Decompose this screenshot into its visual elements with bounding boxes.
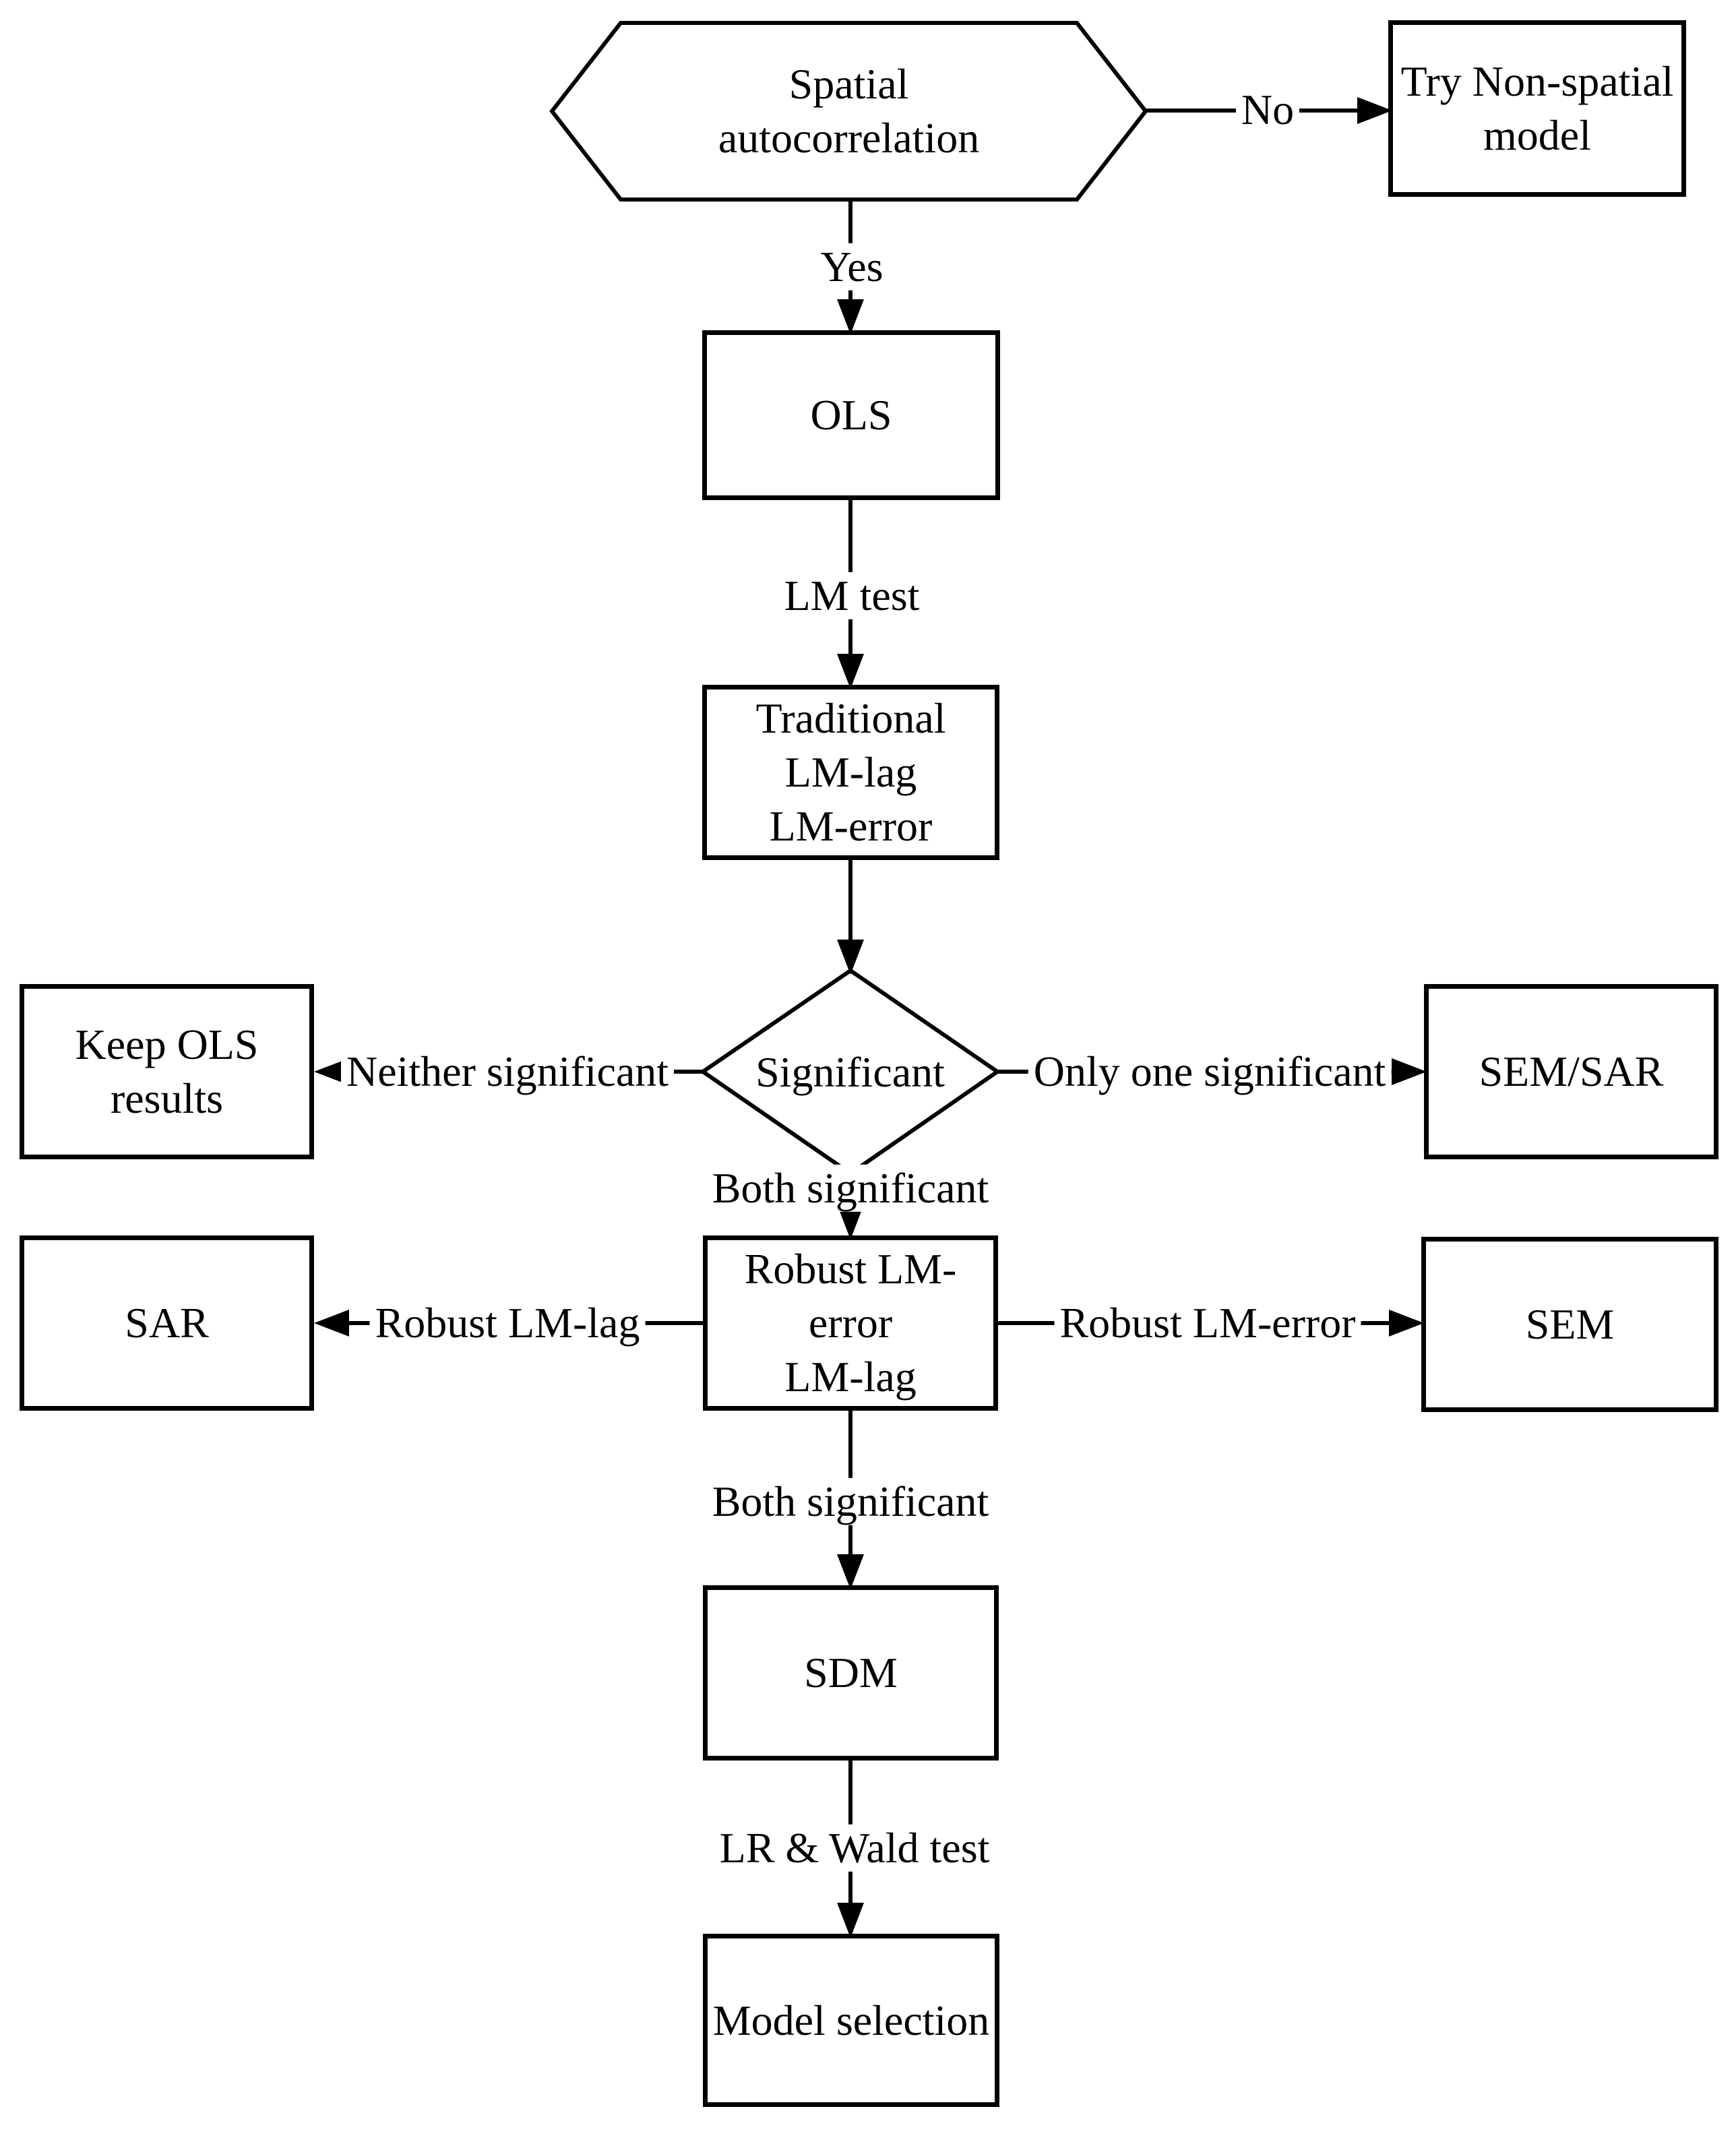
edge-label-robust-lm-lag: Robust LM-lag	[369, 1299, 646, 1347]
edge-label-lm-test: LM test	[778, 572, 925, 620]
node-keep-ols-line-1: Keep OLS	[75, 1020, 259, 1068]
node-try-non-spatial: Try Non-spatial model	[1388, 20, 1686, 197]
node-sem-label: SEM	[1525, 1300, 1615, 1348]
node-sdm-label: SDM	[804, 1649, 898, 1696]
node-try-non-spatial-line-2: model	[1483, 111, 1591, 159]
node-keep-ols: Keep OLS results	[20, 984, 314, 1159]
node-traditional-lm-line-2: LM-lag	[784, 748, 917, 796]
arrowhead-both-significant-1	[837, 1204, 864, 1240]
node-robust-lm: Robust LM- error LM-lag	[703, 1235, 998, 1411]
node-model-selection-label: Model selection	[712, 1996, 990, 2044]
node-robust-lm-label: Robust LM- error LM-lag	[745, 1242, 957, 1404]
node-significant-shape	[699, 968, 1001, 1176]
node-sem: SEM	[1421, 1237, 1718, 1412]
arrowhead-lr-wald-test	[837, 1903, 864, 1938]
arrowhead-to-significant	[837, 940, 864, 975]
node-robust-lm-line-1: Robust LM-	[744, 1245, 957, 1293]
node-sdm: SDM	[703, 1585, 999, 1761]
node-keep-ols-line-2: results	[110, 1074, 224, 1122]
node-try-non-spatial-label: Try Non-spatial model	[1401, 55, 1674, 162]
edge-label-both-significant-2: Both significant	[706, 1477, 995, 1526]
node-sar-label: SAR	[125, 1299, 209, 1347]
edge-label-yes: Yes	[815, 243, 889, 291]
node-model-selection: Model selection	[703, 1934, 999, 2107]
edge-label-only-one-significant: Only one significant	[1028, 1047, 1392, 1096]
node-robust-lm-line-2: error	[808, 1299, 893, 1347]
node-spatial-autocorrelation-shape	[549, 21, 1148, 202]
arrowhead-neither-significant	[314, 1058, 349, 1085]
edge-label-robust-lm-error: Robust LM-error	[1054, 1299, 1361, 1347]
arrowhead-robust-lm-lag	[314, 1310, 349, 1337]
node-keep-ols-label: Keep OLS results	[75, 1018, 259, 1126]
arrowhead-yes	[837, 299, 864, 334]
node-sem-sar-label: SEM/SAR	[1479, 1047, 1664, 1095]
node-try-non-spatial-line-1: Try Non-spatial	[1400, 57, 1674, 105]
node-sar: SAR	[20, 1235, 314, 1411]
node-ols-label: OLS	[810, 391, 892, 439]
node-traditional-lm-line-1: Traditional	[755, 694, 946, 742]
arrowhead-only-one-significant	[1392, 1058, 1427, 1085]
edge-label-lr-wald-test: LR & Wald test	[714, 1824, 995, 1872]
arrowhead-both-significant-2	[837, 1554, 864, 1589]
node-ols: OLS	[702, 330, 1000, 500]
arrowhead-robust-lm-error	[1389, 1310, 1424, 1337]
edge-label-both-significant-1: Both significant	[706, 1164, 995, 1213]
node-traditional-lm-line-3: LM-error	[769, 802, 933, 850]
edge-label-neither-significant: Neither significant	[340, 1047, 675, 1096]
node-traditional-lm-label: Traditional LM-lag LM-error	[755, 692, 946, 853]
node-robust-lm-line-3: LM-lag	[784, 1353, 917, 1401]
node-sem-sar: SEM/SAR	[1424, 984, 1718, 1159]
node-traditional-lm: Traditional LM-lag LM-error	[702, 685, 999, 860]
arrowhead-no	[1357, 97, 1392, 124]
edge-label-no: No	[1235, 86, 1300, 134]
arrowhead-lm-test	[837, 654, 864, 689]
